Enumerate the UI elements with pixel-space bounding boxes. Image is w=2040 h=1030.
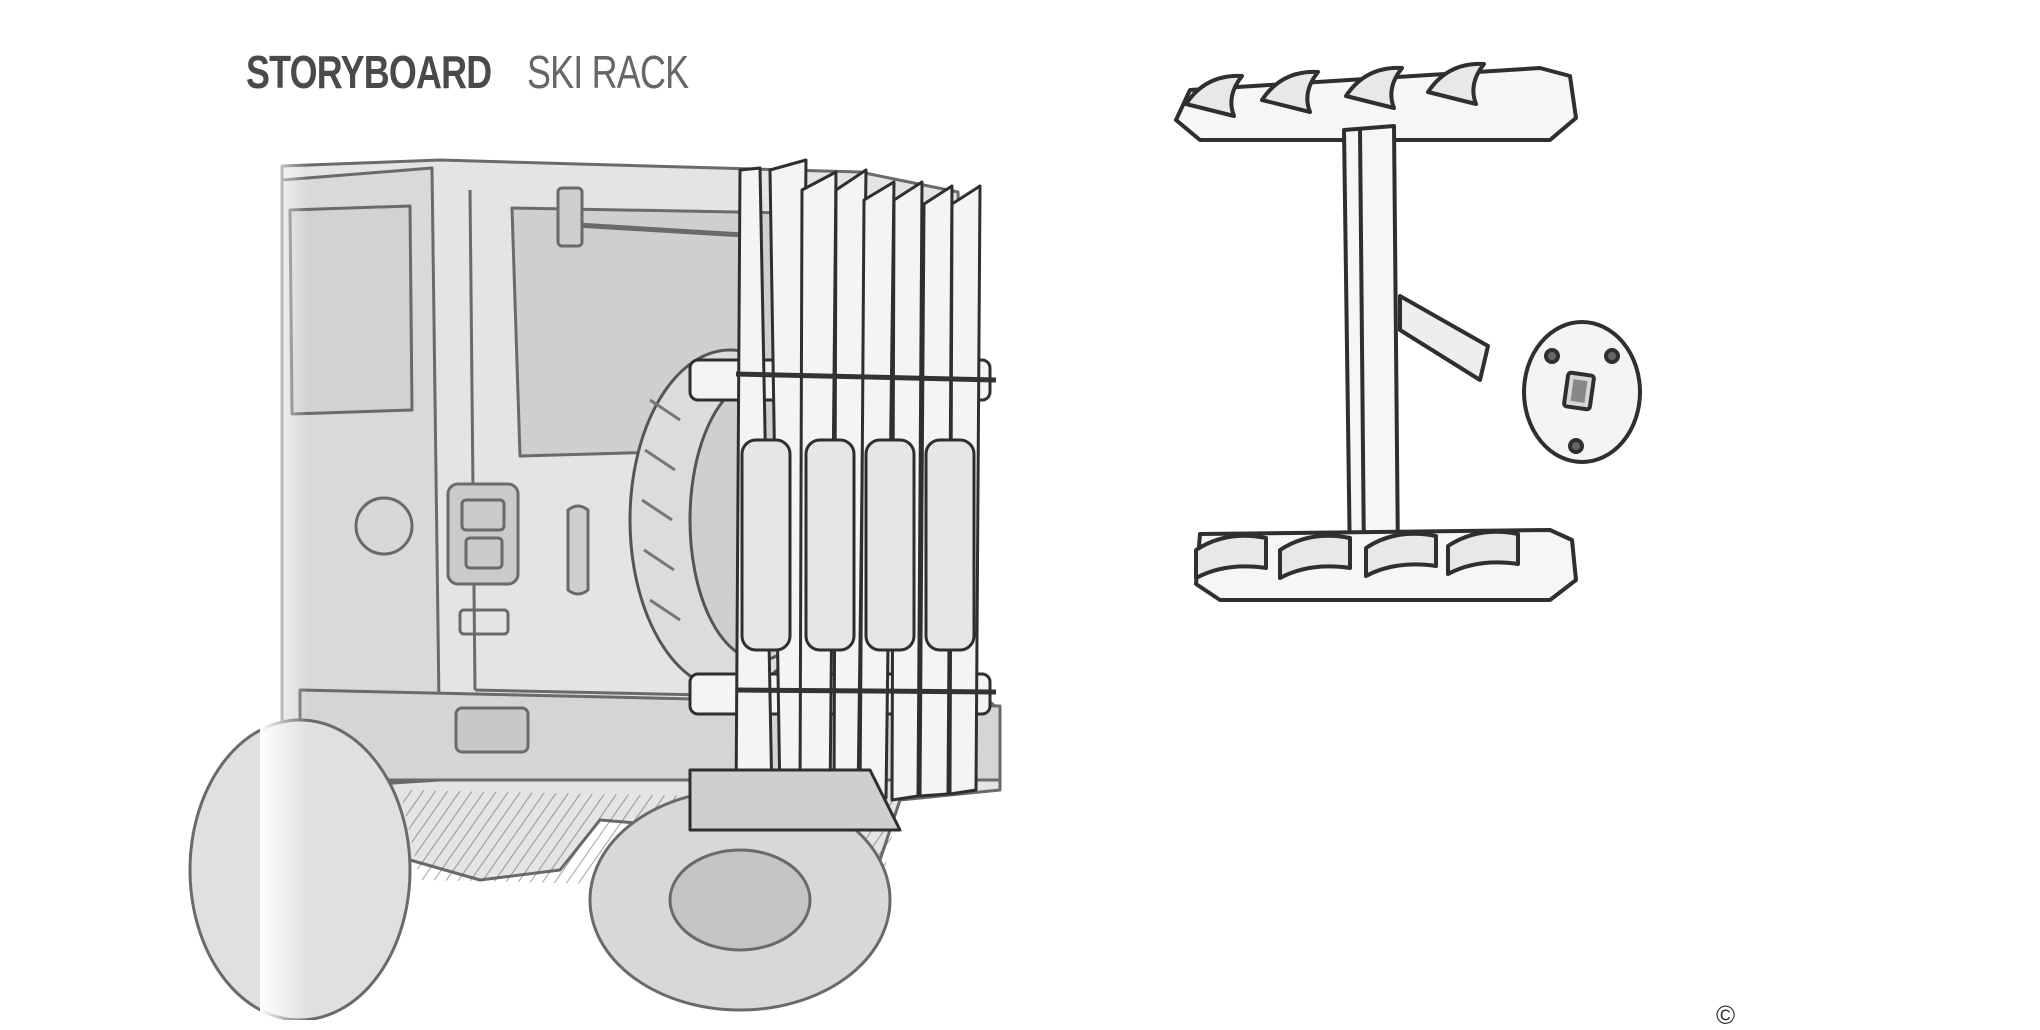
mounted-ski-rack [688, 158, 997, 832]
standalone-ski-rack [1174, 61, 1578, 602]
copyright-mark: © [1716, 1000, 1736, 1030]
mounting-plate [1522, 320, 1642, 464]
title-light: SKI RACK [526, 46, 689, 98]
storyboard-title: STORYBOARD SKI RACK [246, 44, 733, 100]
title-bold: STORYBOARD [246, 46, 492, 98]
